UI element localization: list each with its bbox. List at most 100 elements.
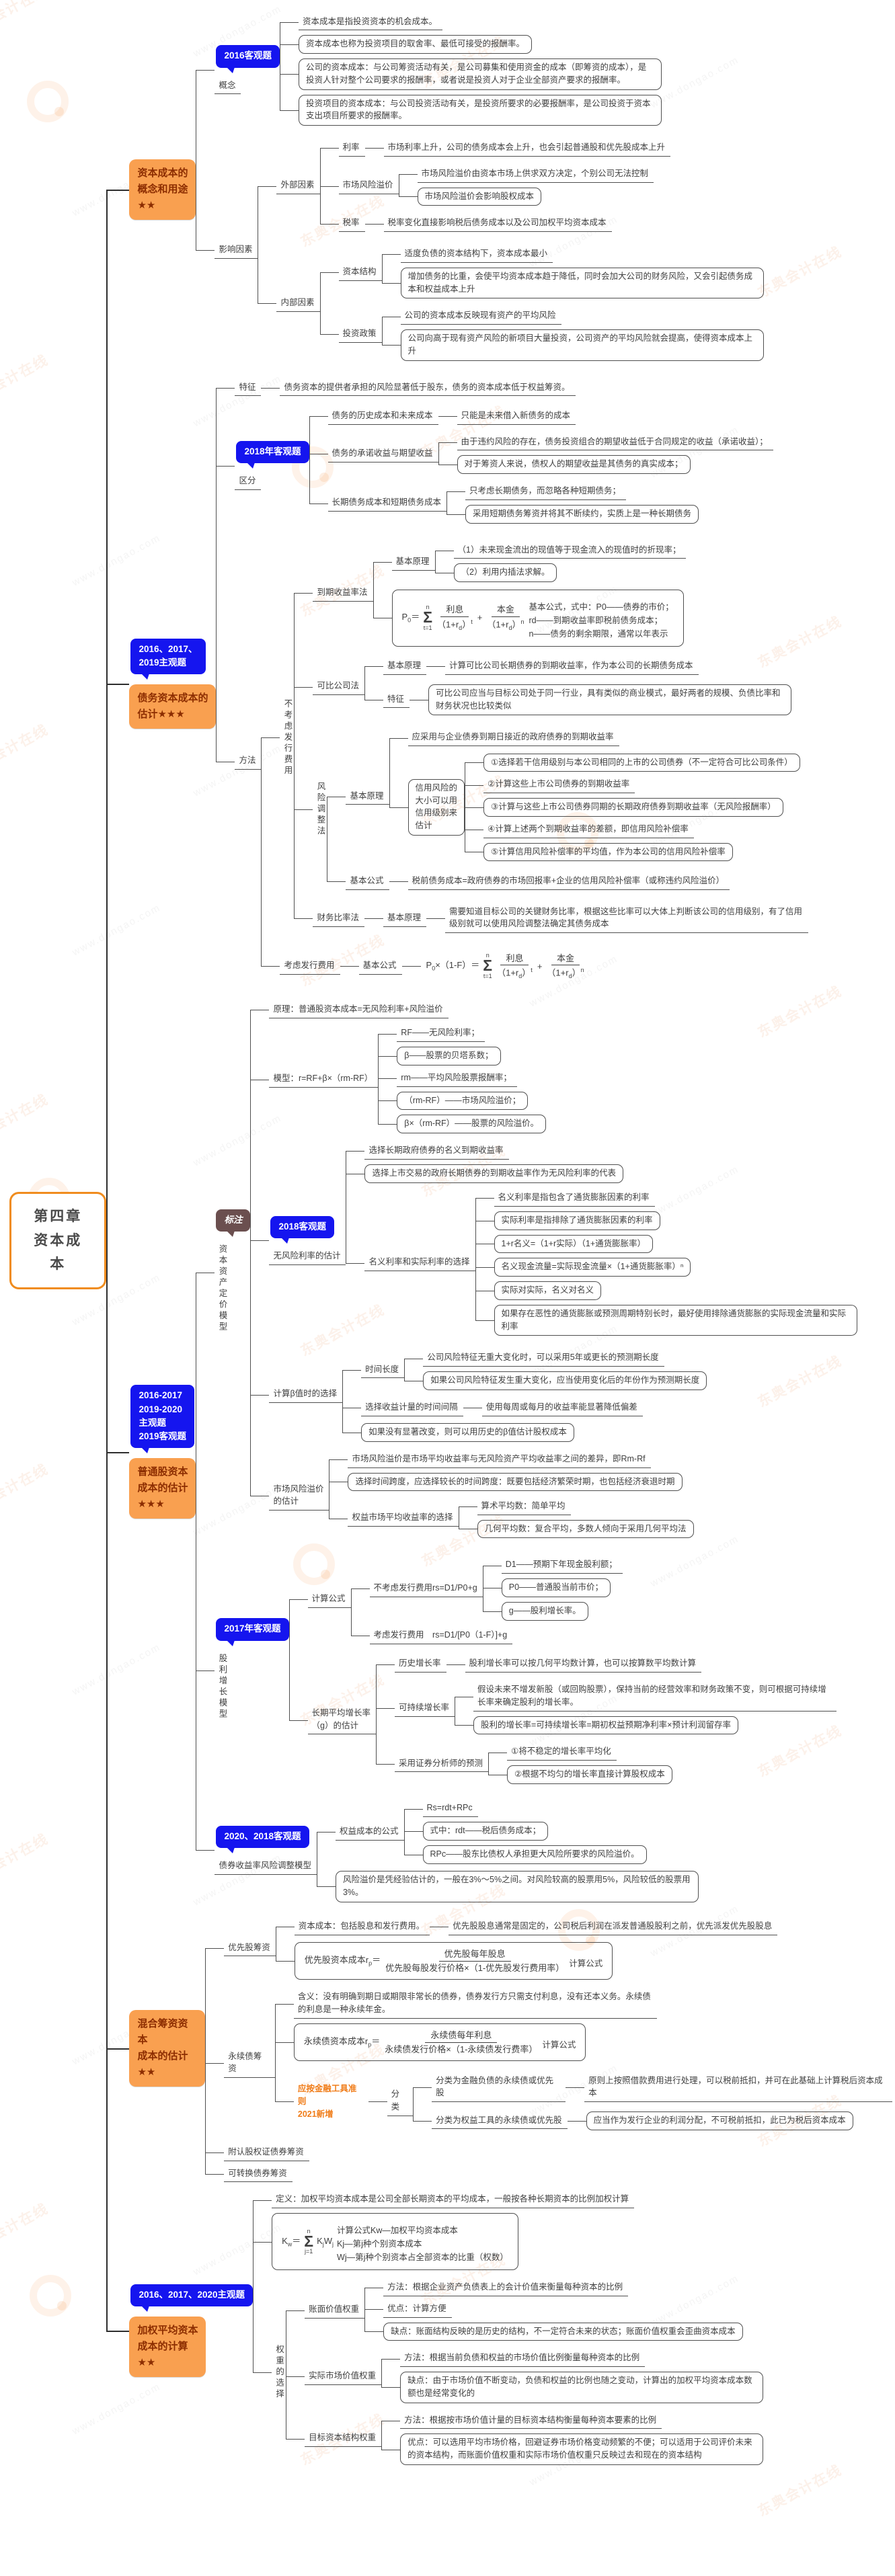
map-node[interactable]: rm——平均风险股票报酬率； bbox=[397, 1070, 517, 1087]
map-node[interactable]: 适度负债的资本结构下，资本成本最小 bbox=[400, 246, 553, 263]
map-node[interactable]: 名义利率是指包含了通货膨胀因素的利率 bbox=[494, 1190, 655, 1207]
map-node[interactable]: 需要知道目标公司的关键财务比率，根据这些比率可以大体上判断该公司的信用级别，有了… bbox=[445, 904, 809, 933]
map-node[interactable]: 增加债务的比重，会使平均资本成本趋于降低，同时会加大公司的财务风险，又会引起债务… bbox=[400, 267, 764, 299]
map-node[interactable]: 采用证券分析师的预测 bbox=[395, 1756, 489, 1773]
map-node[interactable]: 优先股股息通常是固定的，公司税后利润在派发普通股股利之前，优先派发优先股股息 bbox=[449, 1919, 778, 1935]
map-node[interactable]: 应采用与企业债券到期日接近的政府债券的到期收益率 bbox=[407, 729, 619, 746]
map-node[interactable]: 利率 bbox=[338, 140, 365, 157]
map-node[interactable]: 几何平均数：复合平均，多数人倾向于采用几何平均法 bbox=[477, 1519, 694, 1539]
map-node[interactable]: （1）未来现金流出的现值等于现金流入的现值时的折现率； bbox=[453, 542, 687, 559]
branch-topic[interactable]: 混合筹资资本 成本的估计 ★★ bbox=[129, 2009, 206, 2087]
map-node[interactable]: P0——普通股当前市价； bbox=[501, 1578, 611, 1597]
map-node[interactable]: 永续债筹资 bbox=[224, 2049, 275, 2079]
map-node[interactable]: β——股票的贝塔系数； bbox=[397, 1047, 501, 1065]
map-node[interactable]: 债务资本的提供者承担的风险显著低于股东，债务的资本成本低于权益筹资。 bbox=[280, 380, 576, 397]
map-node[interactable]: ⑤计算信用风险补偿率的平均值，作为本公司的信用风险补偿率 bbox=[483, 842, 733, 862]
map-node[interactable]: 区分 bbox=[235, 473, 262, 491]
map-node[interactable]: Rs=rdt+RPc bbox=[422, 1800, 478, 1818]
map-node[interactable]: RF——无风险利率； bbox=[397, 1025, 485, 1043]
map-node[interactable]: ①将不稳定的增长率平均化 bbox=[507, 1744, 617, 1761]
map-node[interactable]: 公司的资本成本：与公司筹资活动有关，是公司募集和使用资金的成本（即筹资的成本），… bbox=[299, 58, 662, 90]
map-node[interactable]: 市场风险溢价是市场平均收益率与无风险资产平均收益率之间的差异，即Rm-Rf bbox=[348, 1451, 651, 1468]
formula-node[interactable]: 永续债资本成本rp＝永续债每年利息永续债发行价格×（1-永续债发行费率）计算公式 bbox=[293, 2023, 586, 2062]
map-node[interactable]: 如果公司风险特征发生重大变化，应当使用变化后的年份作为预测期长度 bbox=[423, 1371, 707, 1390]
map-node[interactable]: g——股利增长率。 bbox=[501, 1601, 588, 1621]
exam-year-tag[interactable]: 2017年客观题 bbox=[216, 1618, 289, 1647]
map-node[interactable]: 可持续增长率 bbox=[395, 1700, 455, 1717]
map-node[interactable]: 原则上按照借款费用进行处理，可以税前抵扣，并可在此基础上计算税后资本成本 bbox=[584, 2073, 892, 2103]
map-node[interactable]: 选择时间跨度，应选择较长的时间跨度：既要包括经济繁荣时期，也包括经济衰退时期 bbox=[348, 1472, 683, 1492]
map-node[interactable]: 资本成本：包括股息和发行费用。 bbox=[294, 1919, 430, 1935]
map-node[interactable]: 优先股筹资 bbox=[224, 1940, 276, 1957]
map-node[interactable]: 方法：根据当前负债和权益的市场价值比例衡量每种资本的比例 bbox=[400, 2350, 646, 2368]
map-node[interactable]: ②根据不均匀的增长率直接计算股权成本 bbox=[507, 1765, 672, 1784]
map-node[interactable]: 投资项目的资本成本：与公司投资活动有关，是投资所要求的必要报酬率，是公司投资于资… bbox=[299, 94, 662, 126]
map-node[interactable]: 到期收益率法 bbox=[313, 585, 373, 602]
map-node[interactable]: 债务的承诺收益与期望收益 bbox=[327, 446, 438, 462]
map-node[interactable]: 影响因素 bbox=[215, 242, 258, 259]
map-node[interactable]: 选择长期政府债券的名义到期收益率 bbox=[364, 1143, 509, 1160]
map-node[interactable]: 资本结构 bbox=[338, 264, 382, 281]
map-node[interactable]: 市场利率上升，公司的债务成本会上升，也会引起普通股和优先股成本上升 bbox=[383, 140, 671, 157]
map-node[interactable]: 基本公式 bbox=[346, 873, 389, 890]
map-node[interactable]: 税率变化直接影响税后债务成本以及公司加权平均资本成本 bbox=[383, 215, 612, 232]
map-node[interactable]: 基本公式 bbox=[358, 958, 402, 975]
note-orange-label[interactable]: 应按金融工具准则 2021新增 bbox=[297, 2084, 357, 2119]
map-node[interactable]: 名义利率和实际利率的选择 bbox=[364, 1254, 475, 1272]
map-node[interactable]: 由于违约风险的存在，债务投资组合的期望收益低于合同规定的收益（承诺收益）； bbox=[457, 434, 773, 451]
map-node[interactable]: 只考虑长期债务，而忽略各种短期债务； bbox=[465, 483, 627, 500]
vertical-topic-label[interactable]: 股利增长模型 bbox=[217, 1653, 227, 1720]
map-node[interactable]: 优点：可以选用平均市场价格，回避证券市场价格变动频繁的不便；可以适用于公司评价未… bbox=[400, 2433, 764, 2465]
map-node[interactable]: 权益市场平均收益率的选择 bbox=[348, 1510, 459, 1527]
map-node[interactable]: 可转换债券筹资 bbox=[224, 2166, 293, 2183]
map-node[interactable]: RPc——股东比债权人承担更大风险所要求的风险溢价。 bbox=[422, 1845, 647, 1864]
map-node[interactable]: 市场风险溢价 的估计 bbox=[269, 1482, 329, 1511]
map-node[interactable]: 基本原理 bbox=[383, 658, 427, 675]
map-node[interactable]: 内部因素 bbox=[276, 295, 320, 312]
vertical-topic-label[interactable]: 资本资产定价模型 bbox=[217, 1244, 227, 1333]
map-node[interactable]: 只能是未来借入新债务的成本 bbox=[457, 408, 576, 425]
map-node[interactable]: 公司的资本成本反映现有资产的平均风险 bbox=[400, 308, 561, 325]
map-node[interactable]: 实际利率是指排除了通货膨胀因素的利率 bbox=[494, 1211, 660, 1230]
map-node[interactable]: 方法 bbox=[235, 753, 262, 770]
map-node[interactable]: 公司风险特征无重大变化时，可以采用5年或更长的预测期长度 bbox=[423, 1350, 664, 1367]
map-node[interactable]: 采用短期债务筹资并将其不断续约，实质上是一种长期债务 bbox=[465, 504, 699, 524]
branch-topic[interactable]: 加权平均资本 成本的计算 ★★ bbox=[129, 2317, 206, 2378]
branch-topic[interactable]: 债务资本成本的 估计★★★ bbox=[129, 684, 217, 729]
map-node[interactable]: 如果存在恶性的通货膨胀或预测周期特别长时，最好使用排除通货膨胀的实际现金流量和实… bbox=[494, 1304, 857, 1336]
exam-year-tag[interactable]: 2018年客观题 bbox=[236, 441, 309, 469]
map-node[interactable]: 风险溢价是凭经验估计的，一般在3%～5%之间。对风险较高的股票用5%，风险较低的… bbox=[335, 1871, 699, 1902]
map-node[interactable]: 公司向高于现有资产风险的新项目大量投资，公司资产的平均风险就会提高，使得资本成本… bbox=[400, 329, 764, 361]
map-node[interactable]: 考虑发行费用 bbox=[280, 958, 340, 975]
map-node[interactable]: 计算公式 bbox=[307, 1591, 351, 1608]
map-node[interactable]: 对于筹资人来说，债权人的期望收益是其债务的真实成本； bbox=[457, 455, 691, 474]
map-node[interactable]: 时间长度 bbox=[361, 1362, 405, 1379]
map-node[interactable]: β×（rm-RF）——股票的风险溢价。 bbox=[397, 1115, 547, 1134]
map-node[interactable]: 可比公司法 bbox=[313, 678, 364, 695]
map-node[interactable]: 目标资本结构权重 bbox=[305, 2430, 382, 2448]
map-node[interactable]: 实际对实际，名义对名义 bbox=[494, 1281, 602, 1300]
map-node[interactable]: 资本成本也称为投资项目的取舍率、最低可接受的报酬率。 bbox=[299, 35, 533, 54]
map-node[interactable]: 原理：普通股资本成本=无风险利率+风险溢价 bbox=[269, 1002, 449, 1018]
map-node[interactable]: 应当作为发行企业的利润分配，不可税前抵扣，此已为税后资本成本 bbox=[586, 2111, 853, 2130]
vertical-topic-label[interactable]: 不考虑发行费用 bbox=[282, 698, 293, 777]
map-node[interactable]: 特征 bbox=[235, 380, 262, 397]
map-node[interactable]: 分类 bbox=[387, 2087, 414, 2116]
map-node[interactable]: 如果没有显著改变，则可以用历史的β值估计股权成本 bbox=[361, 1423, 574, 1442]
map-node[interactable]: ④计算上述两个到期收益率的差额，即信用风险补偿率 bbox=[483, 821, 694, 838]
map-node[interactable]: 基本原理 bbox=[383, 910, 427, 927]
map-node[interactable]: ①选择若干信用级别与本公司相同的上市的公司债券（不一定符合可比公司条件） bbox=[483, 753, 800, 772]
map-node[interactable]: （rm-RF）——市场风险溢价； bbox=[397, 1091, 529, 1111]
map-node[interactable]: 附认股权证债券筹资 bbox=[224, 2144, 309, 2161]
map-node[interactable]: 财务比率法 bbox=[313, 910, 364, 927]
map-node[interactable]: 名义现金流量=实际现金流量×（1+通货膨胀率）ⁿ bbox=[494, 1258, 691, 1277]
map-node[interactable]: 资本成本是指投资资本的机会成本。 bbox=[299, 14, 443, 31]
map-node[interactable]: 信用风险的 大小可以用 信用级别来 估计 bbox=[407, 778, 465, 836]
map-node[interactable]: 缺点：账面结构反映的是历史的结构，不一定符合未来的状态；账面价值权重会歪曲资本成… bbox=[383, 2322, 743, 2341]
map-node[interactable]: 基本原理 bbox=[391, 554, 435, 571]
exam-year-tag[interactable]: 2018客观题 bbox=[270, 1215, 335, 1244]
map-node[interactable]: 分类为权益工具的永续债或优先股 bbox=[432, 2113, 568, 2130]
